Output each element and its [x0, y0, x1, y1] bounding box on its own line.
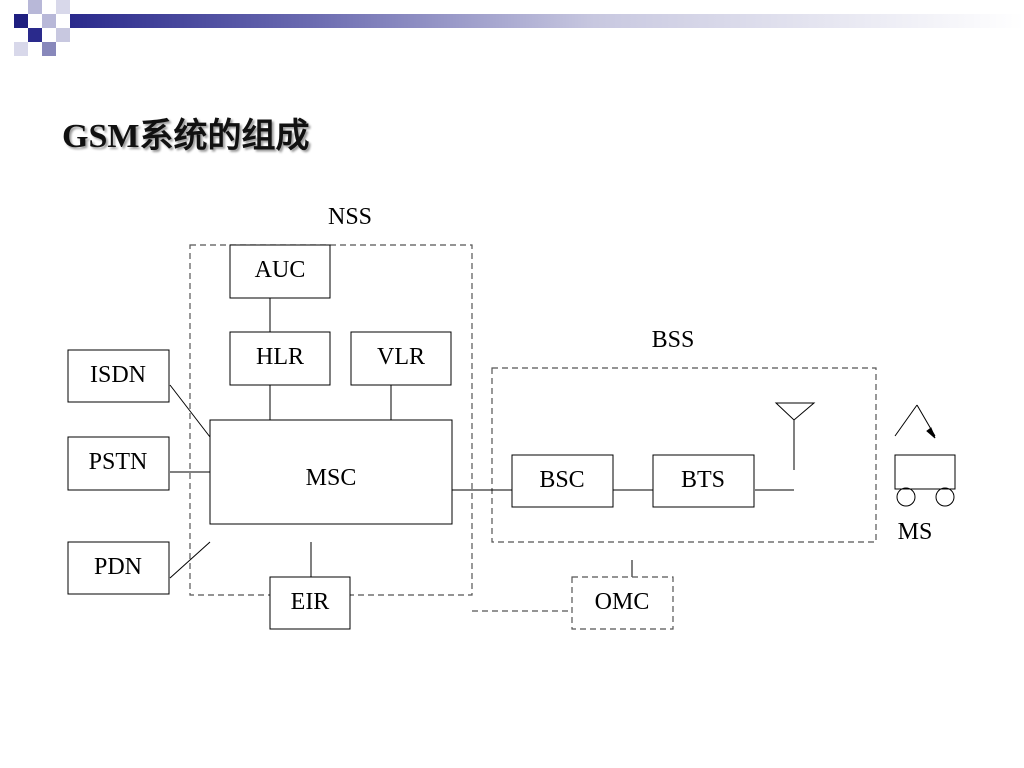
node-omc: OMC	[571, 576, 674, 630]
header-band	[70, 14, 1024, 28]
node-bsc: BSC	[511, 454, 614, 508]
node-isdn: ISDN	[67, 349, 170, 403]
bss-label: BSS	[652, 327, 695, 353]
node-vlr-label: VLR	[377, 344, 425, 370]
node-msc-label: MSC	[306, 465, 357, 491]
node-auc: AUC	[229, 244, 331, 299]
isdn-msc-link	[169, 384, 211, 438]
corner-square-5	[56, 0, 70, 14]
corner-square-2	[28, 0, 42, 14]
node-pstn: PSTN	[67, 436, 170, 491]
node-hlr-label: HLR	[256, 344, 304, 370]
nss-label: NSS	[328, 204, 372, 230]
node-bts: BTS	[652, 454, 755, 508]
node-pstn-label: PSTN	[89, 449, 148, 475]
antenna-icon	[774, 402, 816, 470]
node-hlr: HLR	[229, 331, 331, 386]
vehicle-icon	[894, 454, 956, 507]
node-bsc-label: BSC	[539, 467, 584, 493]
arrow-icon	[894, 404, 936, 439]
node-pdn: PDN	[67, 541, 170, 595]
node-vlr: VLR	[350, 331, 452, 386]
bss-region	[491, 367, 877, 543]
node-msc: MSC	[209, 419, 453, 525]
node-eir-label: EIR	[291, 589, 330, 615]
corner-square-6	[56, 28, 70, 42]
node-pdn-label: PDN	[94, 554, 142, 580]
corner-square-3	[42, 14, 56, 28]
node-eir: EIR	[269, 576, 351, 630]
node-bts-label: BTS	[681, 467, 725, 493]
corner-square-1	[14, 14, 28, 28]
ms-label: MS	[898, 519, 933, 545]
pdn-msc-link	[169, 541, 211, 579]
slide-title: GSM系统的组成	[62, 118, 310, 155]
node-isdn-label: ISDN	[90, 362, 146, 388]
corner-square-4	[28, 28, 42, 42]
node-omc-label: OMC	[595, 589, 650, 615]
corner-square-7	[14, 42, 28, 56]
corner-square-8	[42, 42, 56, 56]
node-auc-label: AUC	[255, 257, 306, 283]
